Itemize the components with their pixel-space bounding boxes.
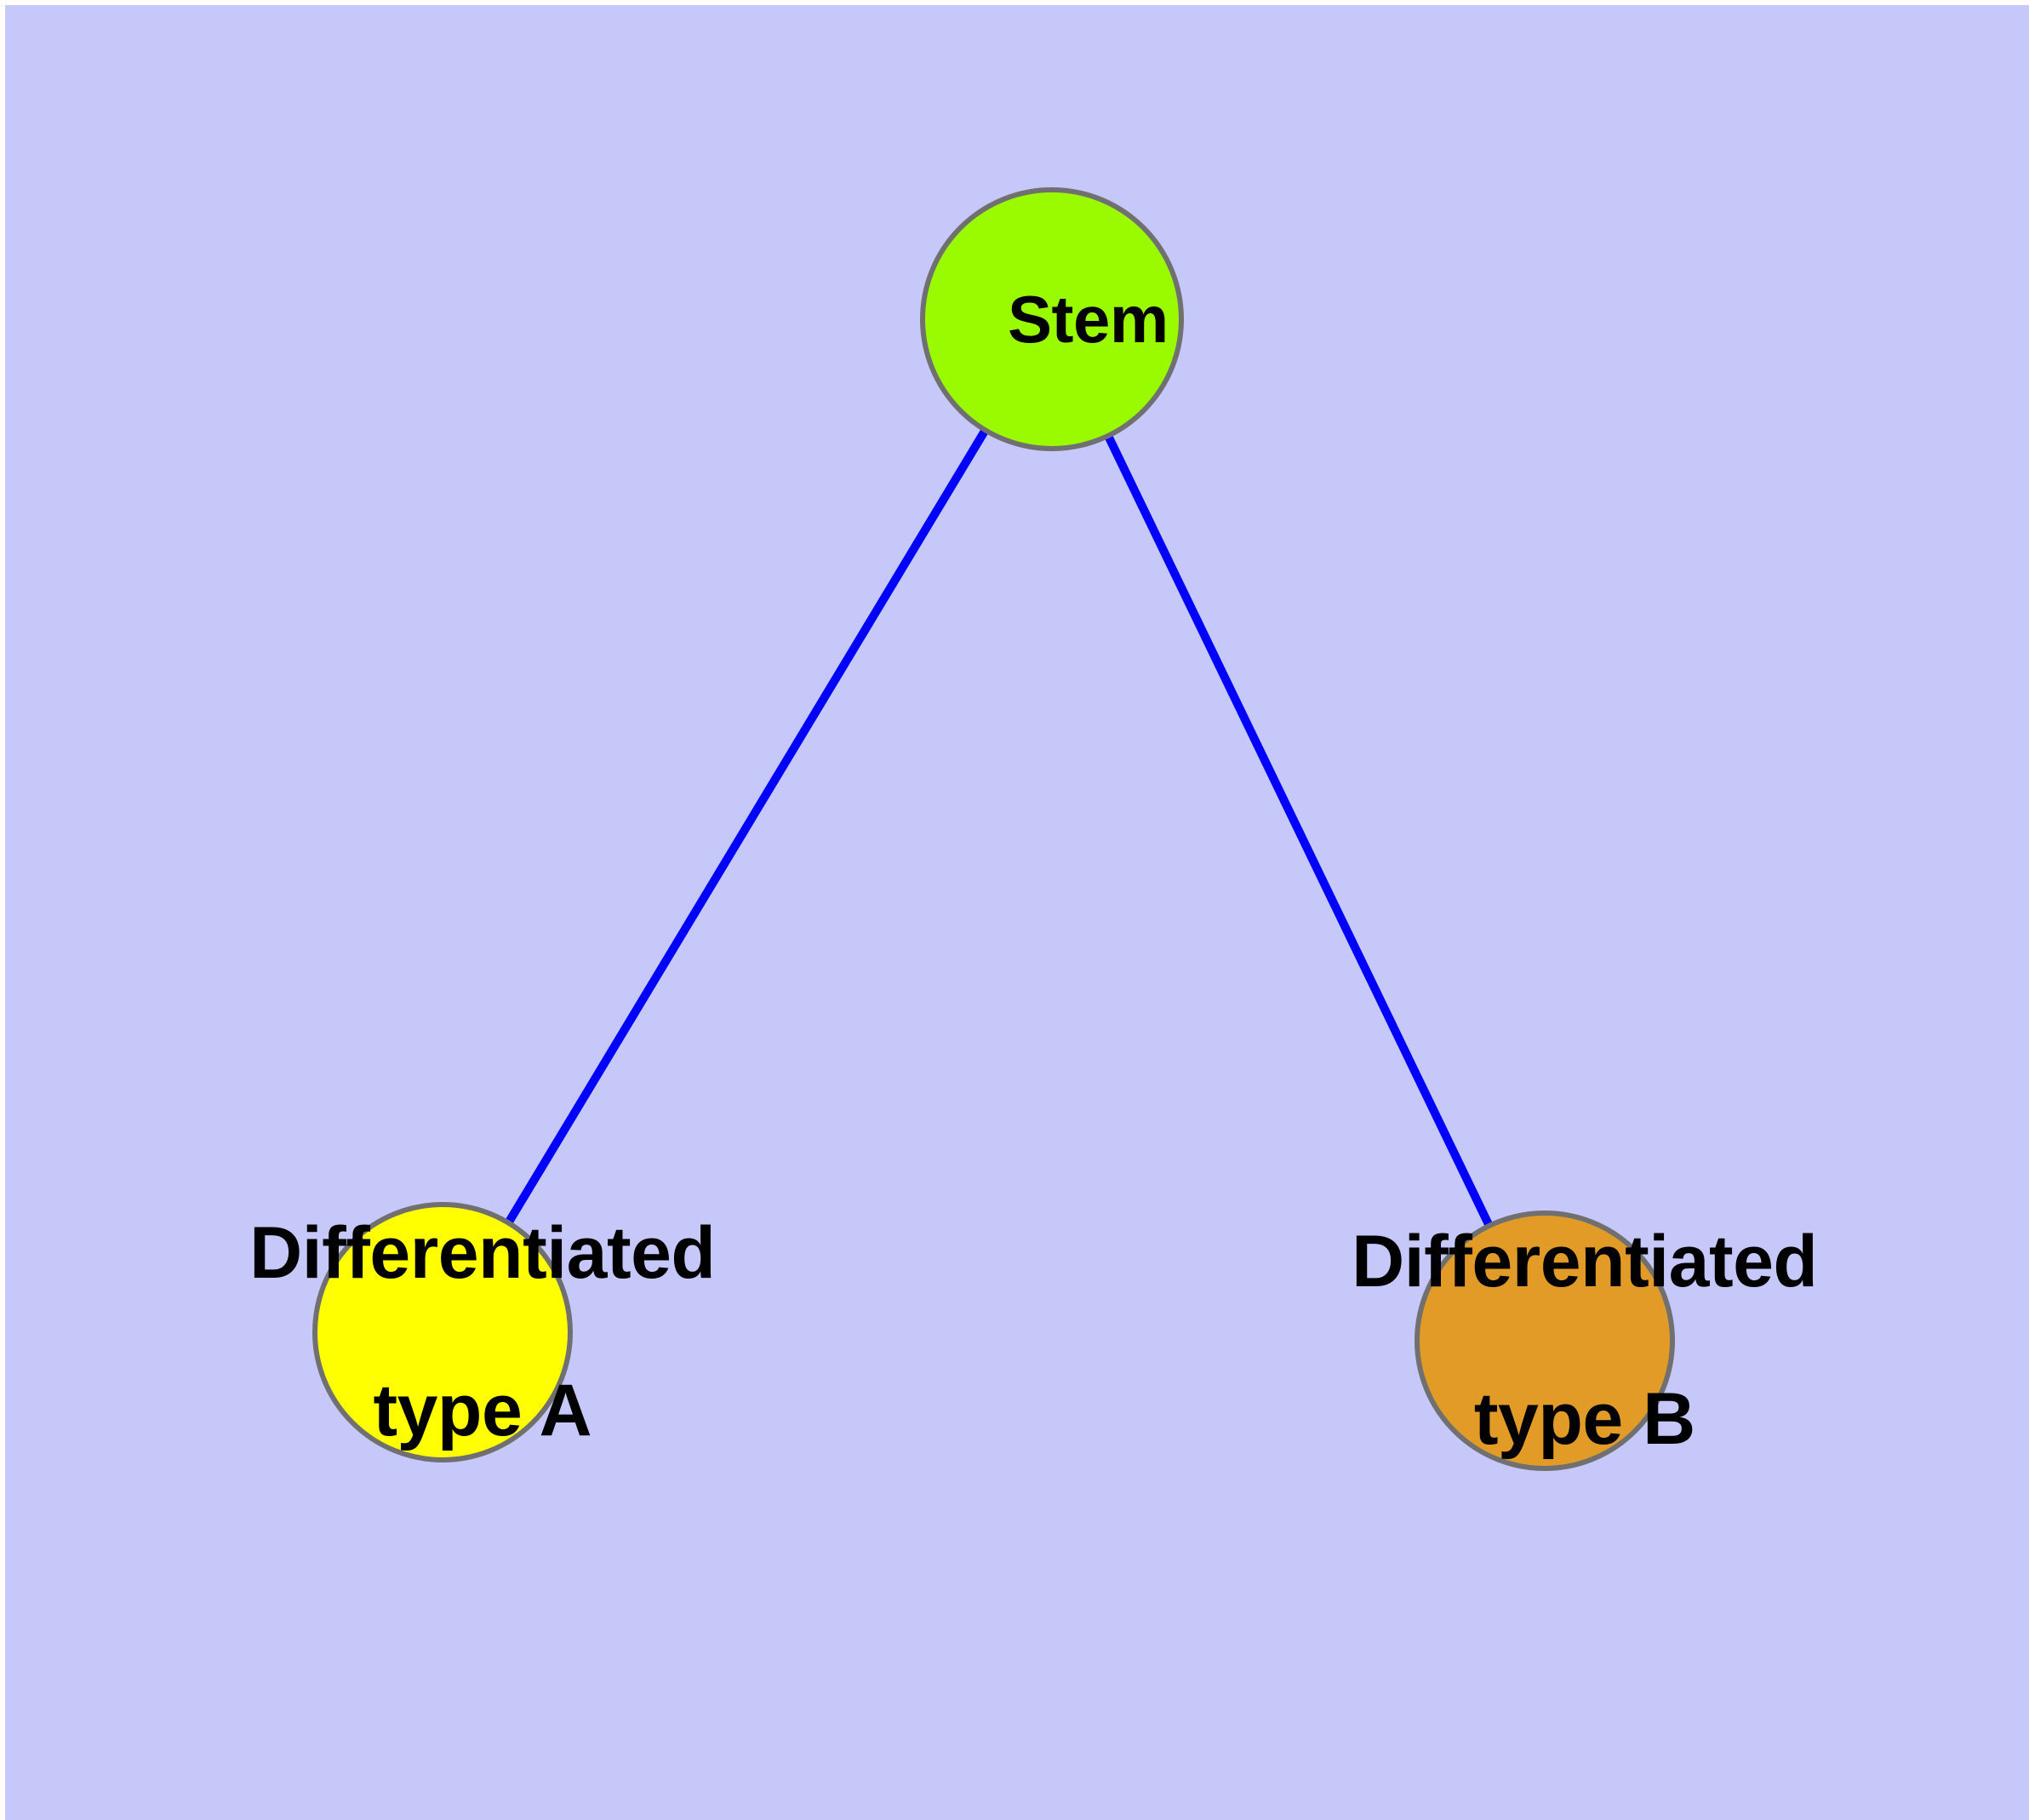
edge-stem-to-differentiated-type-a[interactable] — [505, 427, 989, 1226]
node-differentiated-type-b-circle[interactable] — [1415, 1210, 1675, 1471]
edge-stem-to-differentiated-type-b[interactable] — [1104, 433, 1494, 1228]
node-stem-circle[interactable] — [920, 187, 1184, 451]
node-layer — [312, 187, 1675, 1471]
edge-layer — [505, 427, 1494, 1228]
node-differentiated-type-a-circle[interactable] — [312, 1202, 573, 1462]
